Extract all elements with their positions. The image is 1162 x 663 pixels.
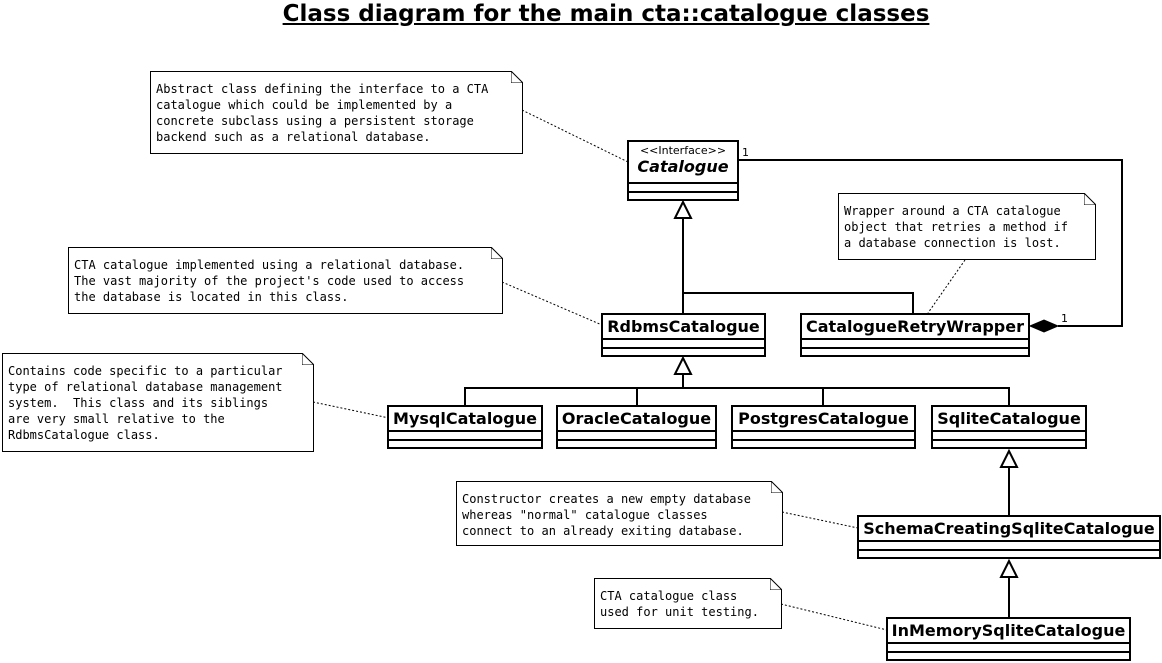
class-schema-creating-sqlite-catalogue-name: SchemaCreatingSqliteCatalogue	[863, 519, 1155, 538]
note-retry-wrapper: Wrapper around a CTA catalogue object th…	[838, 193, 1096, 260]
note-link-retry	[927, 259, 966, 314]
inheritance-arrow-rdbms	[673, 355, 693, 375]
note-rdbms: CTA catalogue implemented using a relati…	[68, 247, 503, 314]
inheritance-arrow-catalogue	[673, 199, 693, 219]
class-mysql-catalogue-name: MysqlCatalogue	[393, 409, 537, 428]
note-fold-icon	[491, 247, 503, 259]
operation-compartment	[629, 191, 737, 193]
multiplicity-catalogue-end: 1	[742, 146, 749, 159]
class-sqlite-catalogue[interactable]: SqliteCatalogue	[931, 405, 1087, 449]
inheritance-arrow-schema	[999, 558, 1019, 578]
note-fold-icon	[302, 353, 314, 365]
class-sqlite-catalogue-name: SqliteCatalogue	[937, 409, 1081, 428]
class-catalogue-name: Catalogue	[637, 157, 729, 176]
class-catalogue-retry-wrapper[interactable]: CatalogueRetryWrapper	[800, 313, 1030, 357]
note-link-catalogue	[521, 109, 629, 163]
note-link-rdbms	[501, 281, 603, 326]
class-oracle-catalogue[interactable]: OracleCatalogue	[556, 405, 717, 449]
class-rdbms-catalogue-name: RdbmsCatalogue	[607, 317, 760, 336]
multiplicity-wrapper-end: 1	[1061, 312, 1068, 325]
class-schema-creating-sqlite-catalogue[interactable]: SchemaCreatingSqliteCatalogue	[857, 515, 1161, 559]
note-schema: Constructor creates a new empty database…	[456, 481, 783, 546]
generalization-db-subclasses	[464, 387, 1010, 405]
class-postgres-catalogue-name: PostgresCatalogue	[738, 409, 909, 428]
note-fold-icon	[1084, 193, 1096, 205]
class-catalogue-retry-wrapper-name: CatalogueRetryWrapper	[806, 317, 1024, 336]
note-link-mysql	[312, 401, 390, 419]
class-postgres-catalogue[interactable]: PostgresCatalogue	[731, 405, 916, 449]
generalization-retry-catalogue	[683, 292, 914, 313]
class-oracle-catalogue-name: OracleCatalogue	[561, 409, 712, 428]
note-in-memory: CTA catalogue class used for unit testin…	[594, 578, 782, 629]
note-catalogue: Abstract class defining the interface to…	[150, 71, 523, 154]
composition-association	[738, 159, 1123, 327]
class-in-memory-sqlite-catalogue[interactable]: InMemorySqliteCatalogue	[886, 617, 1131, 661]
class-in-memory-sqlite-catalogue-name: InMemorySqliteCatalogue	[891, 621, 1126, 640]
note-link-inmemory	[780, 603, 888, 631]
note-fold-icon	[511, 71, 523, 83]
diagram-title: Class diagram for the main cta::catalogu…	[282, 1, 930, 27]
note-link-schema	[781, 511, 859, 529]
class-catalogue-stereotype: <<Interface>>	[639, 144, 727, 157]
attribute-compartment	[629, 182, 737, 184]
class-mysql-catalogue[interactable]: MysqlCatalogue	[387, 405, 543, 449]
note-fold-icon	[770, 578, 782, 590]
class-rdbms-catalogue[interactable]: RdbmsCatalogue	[601, 313, 766, 357]
note-mysql: Contains code specific to a particular t…	[2, 353, 314, 452]
composition-diamond	[1028, 319, 1060, 333]
note-fold-icon	[771, 481, 783, 493]
inheritance-arrow-sqlite	[999, 448, 1019, 468]
class-catalogue[interactable]: <<Interface>> Catalogue	[627, 140, 739, 201]
